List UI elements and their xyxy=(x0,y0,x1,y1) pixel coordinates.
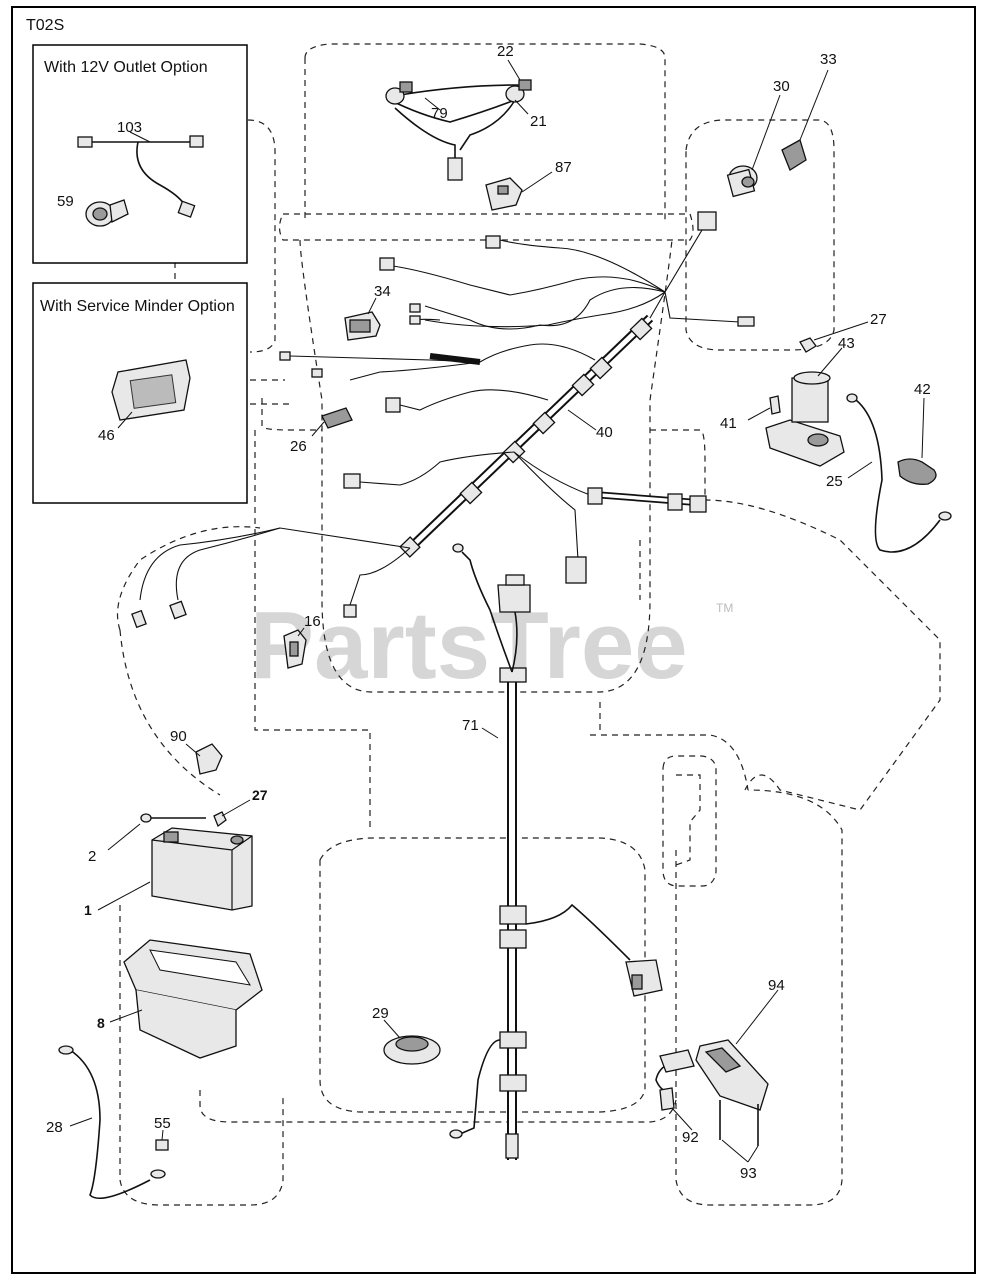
callout-55: 55 xyxy=(154,1115,171,1132)
callout-30: 30 xyxy=(773,78,790,95)
part-103-harness xyxy=(77,131,204,218)
callout-16: 16 xyxy=(304,613,321,630)
part-30-ignition-switch xyxy=(726,94,781,198)
callout-8: 8 xyxy=(97,1015,105,1031)
part-79-headlight-harness xyxy=(385,59,532,181)
callout-87: 87 xyxy=(555,159,572,176)
part-41-bolt xyxy=(747,395,781,421)
callout-33: 33 xyxy=(820,51,837,68)
callout-27-upper: 27 xyxy=(870,311,887,328)
callout-79: 79 xyxy=(431,105,448,122)
part-92-connector xyxy=(655,1049,695,1131)
option-box-12v-title: With 12V Outlet Option xyxy=(44,59,208,76)
part-8-battery-tray xyxy=(109,939,263,1059)
part-28-cable xyxy=(58,1045,166,1200)
option-box-service-minder-title: With Service Minder Option xyxy=(40,298,235,315)
part-33-ignition-key xyxy=(781,69,829,171)
part-16-switch xyxy=(283,627,307,669)
callout-29: 29 xyxy=(372,1005,389,1022)
callout-1: 1 xyxy=(84,902,92,918)
part-27-nut-lower xyxy=(213,799,251,828)
callout-103: 103 xyxy=(117,119,142,136)
part-2-bolt xyxy=(107,813,206,851)
part-71-rear-harness xyxy=(449,543,663,1160)
part-29-alarm xyxy=(383,1019,441,1065)
part-40-main-harness xyxy=(131,211,755,629)
part-93-screws xyxy=(719,1100,759,1163)
callout-2: 2 xyxy=(88,848,96,865)
callout-42: 42 xyxy=(914,381,931,398)
part-1-battery xyxy=(97,827,253,911)
part-94-module xyxy=(695,989,779,1111)
part-43-starter-solenoid xyxy=(765,347,845,467)
callout-59: 59 xyxy=(57,193,74,210)
part-46-service-minder xyxy=(111,359,191,429)
callout-22: 22 xyxy=(497,43,514,60)
callout-92: 92 xyxy=(682,1129,699,1146)
callout-25: 25 xyxy=(826,473,843,490)
part-26-fuse xyxy=(311,407,353,437)
diagram-border xyxy=(11,6,976,1274)
option-box-12v-outlet xyxy=(32,44,248,264)
part-25-cable xyxy=(846,393,952,553)
part-90-plug xyxy=(185,743,223,775)
callout-28: 28 xyxy=(46,1119,63,1136)
callout-90: 90 xyxy=(170,728,187,745)
callout-93: 93 xyxy=(740,1165,757,1182)
callout-26: 26 xyxy=(290,438,307,455)
callout-41: 41 xyxy=(720,415,737,432)
callout-94: 94 xyxy=(768,977,785,994)
part-27-nut-upper xyxy=(799,321,869,353)
callout-71: 71 xyxy=(462,717,479,734)
tractor-outline xyxy=(116,43,941,1206)
callout-27-lower: 27 xyxy=(252,787,268,803)
part-87-relay xyxy=(485,171,553,211)
callout-21: 21 xyxy=(530,113,547,130)
callout-34: 34 xyxy=(374,283,391,300)
watermark: PartsTree xyxy=(250,592,688,699)
callout-43: 43 xyxy=(838,335,855,352)
diagram-code: T02S xyxy=(26,17,64,34)
callout-40: 40 xyxy=(596,424,613,441)
part-59-12v-outlet xyxy=(85,199,129,227)
callout-46: 46 xyxy=(98,427,115,444)
watermark-trademark: TM xyxy=(716,601,733,615)
part-55-nut xyxy=(155,1129,169,1151)
part-34-switch xyxy=(344,297,381,341)
part-42-boot xyxy=(897,397,937,485)
